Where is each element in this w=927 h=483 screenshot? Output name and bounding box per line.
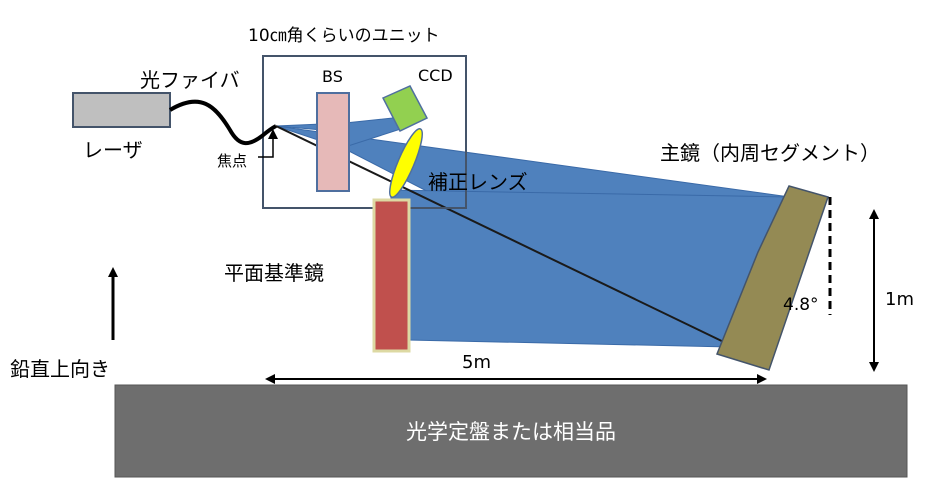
correction-lens	[389, 128, 423, 198]
focus-pointer	[258, 129, 278, 158]
reference-mirror-label: 平面基準鏡	[224, 261, 324, 285]
optical-table	[114, 384, 908, 478]
fiber-label: 光ファイバ	[140, 68, 240, 92]
optical-fiber	[168, 99, 277, 146]
angle-label: 4.8°	[783, 295, 819, 315]
optical-table-label: 光学定盤または相当品	[406, 420, 616, 444]
bs-label: BS	[322, 67, 343, 86]
ccd-label: CCD	[418, 66, 453, 85]
height-label: 1m	[885, 289, 914, 310]
unit-box	[262, 55, 467, 209]
laser-label: レーザ	[83, 138, 143, 162]
main-mirror-label: 主鏡（内周セグメント）	[660, 141, 880, 165]
distance-label: 5m	[462, 352, 491, 373]
focus-label: 焦点	[217, 152, 247, 170]
laser-box	[72, 92, 171, 128]
ccd-sensor	[381, 85, 429, 132]
correction-lens-label: 補正レンズ	[428, 170, 528, 194]
beam-ray	[275, 125, 731, 346]
reference-mirror	[372, 198, 411, 353]
main-mirror	[715, 185, 829, 371]
beam-splitter	[316, 92, 350, 192]
unit-title: 10㎝角くらいのユニット	[248, 26, 440, 46]
vertical-up-label: 鉛直上向き	[10, 357, 110, 381]
